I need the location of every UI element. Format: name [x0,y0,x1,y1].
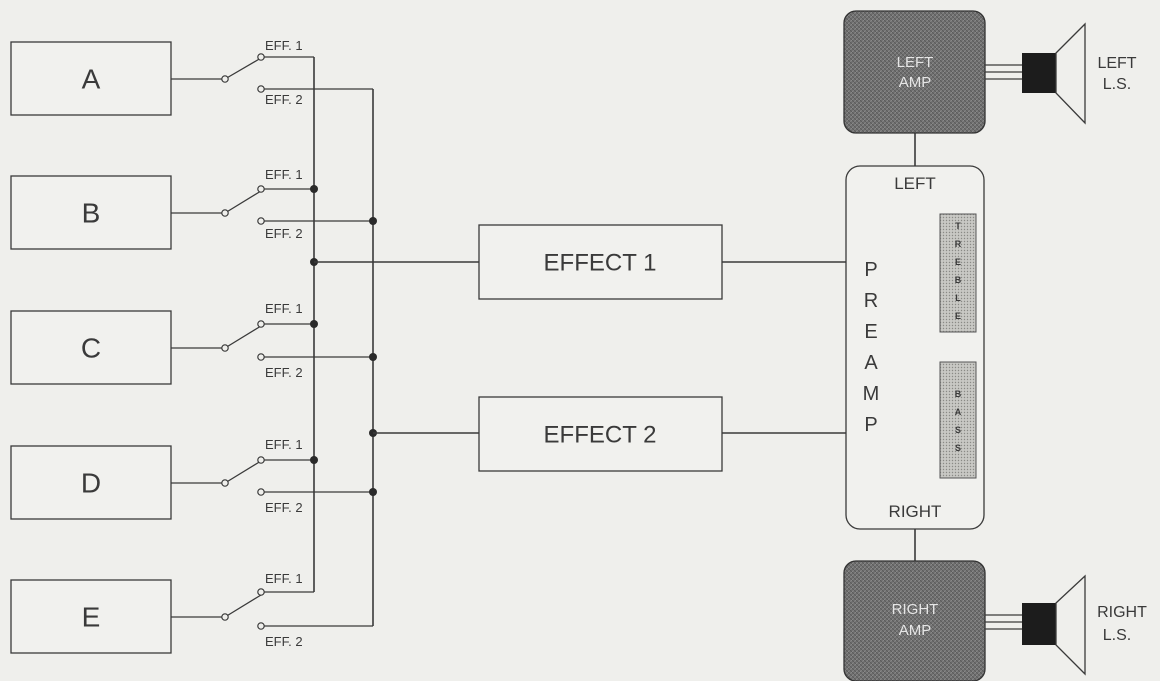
switch-b-eff2-label: EFF. 2 [265,226,303,241]
switch-c-eff2-label: EFF. 2 [265,365,303,380]
treble-letter-4: B [955,275,962,285]
bass-letter-4: S [955,443,961,453]
switch-d: EFF. 1 EFF. 2 [171,437,373,515]
right-speaker-label: RIGHT L.S. [1097,604,1147,644]
source-label-b: B [82,198,101,229]
right-amp-line-2: AMP [899,622,932,639]
switch-a: EFF. 1 EFF. 2 [171,38,373,107]
right-amp-line-1: RIGHT [892,601,939,618]
treble-letter-2: R [955,239,962,249]
switch-d-eff2-label: EFF. 2 [265,500,303,515]
bus-junctions [310,185,377,496]
switch-e-eff1-label: EFF. 1 [265,571,303,586]
source-box-a: A [10,41,172,116]
left-amp-line-2: AMP [899,74,932,91]
source-label-e: E [82,602,101,633]
source-label-c: C [81,333,101,364]
effect-2-label: EFFECT 2 [544,422,657,449]
effect-1-box: EFFECT 1 [478,224,723,300]
right-speaker-line-2: L.S. [1103,627,1131,644]
switch-c-eff1-label: EFF. 1 [265,301,303,316]
treble-letter-3: E [955,257,961,267]
switch-a-eff2-label: EFF. 2 [265,92,303,107]
source-box-b: B [10,175,172,250]
preamp-letter-1: P [864,259,879,281]
switch-e-eff2-label: EFF. 2 [265,634,303,649]
treble-letter-6: E [955,311,961,321]
preamp-letter-3: E [864,321,879,343]
bass-letter-2: A [955,407,962,417]
preamp-letter-5: M [863,383,882,405]
switch-d-eff1-label: EFF. 1 [265,437,303,452]
bass-letter-1: B [955,389,962,399]
bass-control: B A S S [939,361,977,479]
left-amp-line-1: LEFT [897,54,934,71]
preamp-letter-4: A [864,352,879,374]
switch-c: EFF. 1 EFF. 2 [171,301,373,380]
switch-b: EFF. 1 EFF. 2 [171,167,373,241]
preamp-right-label: RIGHT [889,502,942,521]
switch-a-eff1-label: EFF. 1 [265,38,303,53]
treble-letter-5: L [955,293,961,303]
preamp-letter-6: P [864,414,879,436]
effect-1-label: EFFECT 1 [544,250,657,277]
source-box-c: C [10,310,172,385]
bass-letter-3: S [955,425,961,435]
left-speaker-line-1: LEFT [1097,55,1136,72]
right-speaker-line-1: RIGHT [1097,604,1147,621]
right-speaker-icon [985,574,1086,676]
preamp-letter-2: R [864,290,880,312]
right-amp: RIGHT AMP [843,560,986,681]
source-label-a: A [82,64,101,95]
preamp-left-label: LEFT [894,174,936,193]
source-label-d: D [81,468,101,499]
treble-control: T R E B L E [939,213,977,333]
left-speaker-line-2: L.S. [1103,76,1131,93]
left-speaker-icon [985,22,1086,125]
switch-e: EFF. 1 EFF. 2 [171,571,373,649]
source-box-d: D [10,445,172,520]
source-box-e: E [10,579,172,654]
left-speaker-label: LEFT L.S. [1097,55,1136,93]
switch-b-eff1-label: EFF. 1 [265,167,303,182]
treble-letter-1: T [955,221,961,231]
effect-2-box: EFFECT 2 [478,396,723,472]
left-amp: LEFT AMP [843,10,986,134]
